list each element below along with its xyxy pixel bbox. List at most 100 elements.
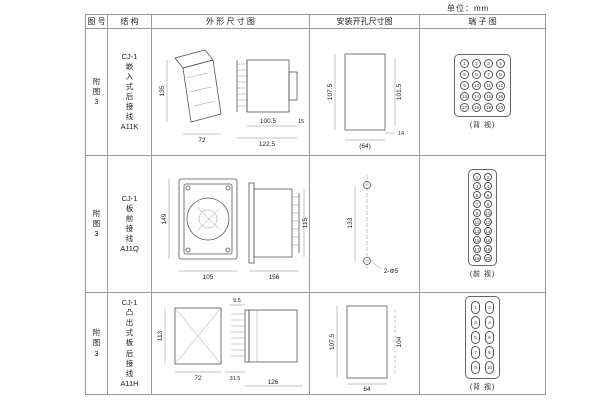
terminal-pin: 4: [485, 315, 494, 329]
terminal-pin: 10: [485, 360, 494, 374]
terminal-pin: 14: [484, 227, 492, 235]
header-structure: 结 构: [108, 15, 152, 29]
svg-text:135: 135: [159, 85, 166, 96]
svg-text:(64): (64): [359, 143, 371, 150]
terminal-pin: 16: [484, 236, 492, 244]
terminal-pin: 7: [484, 70, 493, 79]
terminal-pin: 2: [472, 59, 481, 68]
terminal-pin: 8: [484, 200, 492, 208]
terminal-pin: 3: [484, 59, 493, 68]
svg-text:122.5: 122.5: [258, 141, 275, 148]
spec-table: 图 号 结 构 外 形 尺 寸 图 安装开孔尺寸图 端 子 图 附 图 3 CJ…: [85, 14, 546, 395]
terminal-pin: 5: [473, 191, 481, 199]
svg-text:105: 105: [202, 274, 213, 281]
outline-svg-row2: 149 105 156 115: [161, 178, 309, 281]
svg-text:126: 126: [267, 379, 278, 386]
terminal-pin: 8: [496, 70, 505, 79]
terminal-pin: 15: [484, 92, 493, 101]
header-mounting: 安装开孔尺寸图: [310, 15, 420, 29]
structure-row3: CJ-1 凸 出 式 板 后 接 线 A11H: [108, 293, 152, 394]
svg-text:72: 72: [194, 375, 202, 382]
mounting-svg-row2: 133 2-Φ5: [347, 174, 398, 275]
terminal-pin: 4: [496, 59, 505, 68]
terminal-pin: 16: [496, 92, 505, 101]
outline-svg-row3: 113 72 9.5 31.5 126: [157, 298, 303, 387]
terminal-pin: 10: [484, 209, 492, 217]
svg-text:101.5: 101.5: [396, 83, 403, 100]
terminal-view-caption: (背 视): [469, 383, 496, 391]
terminal-pin: 5: [460, 70, 469, 79]
terminal-pin: 10: [472, 81, 481, 90]
terminal-pin: 14: [472, 92, 481, 101]
terminal-pin: 7: [473, 200, 481, 208]
terminal-pin: 8: [485, 345, 494, 359]
terminal-pin: 2: [485, 300, 494, 314]
svg-text:104: 104: [396, 336, 403, 347]
mounting-drawing-row3: 107.5 104 64: [310, 293, 420, 394]
terminal-pin: 9: [460, 81, 469, 90]
svg-text:100.5: 100.5: [259, 118, 276, 125]
terminal-pin: 15: [473, 236, 481, 244]
mounting-svg-row3: 107.5 104 64: [329, 305, 403, 393]
fig-number-row2: 附 图 3: [86, 156, 108, 293]
svg-text:115: 115: [302, 217, 309, 228]
terminal-pin: 6: [472, 70, 481, 79]
terminal-view-caption: (背 视): [469, 122, 496, 129]
svg-text:14: 14: [397, 131, 403, 137]
outline-drawing-row1: 135 72 100.5 15 122.5: [152, 29, 310, 156]
fig-number-row3: 附 图 3: [86, 293, 108, 394]
structure-row1: CJ-1 嵌 入 式 后 接 线 A11K: [108, 29, 152, 156]
mounting-drawing-row1: 107.5 101.5 (64) 14: [310, 29, 420, 156]
svg-text:72: 72: [198, 137, 206, 144]
terminal-pin: 19: [484, 103, 493, 112]
header-outline: 外 形 尺 寸 图: [152, 15, 310, 29]
svg-text:133: 133: [347, 217, 354, 228]
terminal-pin: 1: [473, 173, 481, 181]
svg-text:149: 149: [161, 213, 168, 224]
svg-text:9.5: 9.5: [233, 298, 241, 304]
mounting-drawing-row2: 133 2-Φ5: [310, 156, 420, 293]
header-fig: 图 号: [86, 15, 108, 29]
terminal-pin: 2: [484, 173, 492, 181]
svg-text:156: 156: [268, 274, 279, 281]
outline-drawing-row2: 149 105 156 115: [152, 156, 310, 293]
svg-text:107.5: 107.5: [327, 83, 334, 100]
terminal-pin: 1: [471, 300, 480, 314]
terminal-pin: 20: [496, 103, 505, 112]
terminal-pin: 4: [484, 182, 492, 190]
terminal-pin: 9: [473, 209, 481, 217]
terminal-pin: 17: [460, 103, 469, 112]
terminal-pin: 18: [472, 103, 481, 112]
terminal-pin: 12: [496, 81, 505, 90]
terminal-pin: 3: [471, 315, 480, 329]
outline-svg-row1: 135 72 100.5 15 122.5: [159, 49, 304, 148]
terminal-view-caption: (前 视): [469, 271, 496, 278]
terminal-pin: 1: [460, 59, 469, 68]
unit-label: 单位：mm: [447, 4, 490, 13]
fig-number-row1: 附 图 3: [86, 29, 108, 156]
svg-text:64: 64: [363, 386, 371, 393]
terminal-pin: 6: [484, 191, 492, 199]
svg-text:31.5: 31.5: [229, 376, 240, 382]
terminal-pin: 19: [473, 254, 481, 262]
terminal-pin: 6: [485, 330, 494, 344]
mounting-svg-row1: 107.5 101.5 (64) 14: [327, 53, 404, 150]
svg-text:107.5: 107.5: [329, 333, 336, 350]
terminal-pin: 7: [471, 345, 480, 359]
terminal-pin: 20: [484, 254, 492, 262]
terminal-pin: 12: [484, 218, 492, 226]
terminal-pin: 13: [460, 92, 469, 101]
terminal-pin: 9: [471, 360, 480, 374]
outline-drawing-row3: 113 72 9.5 31.5 126: [152, 293, 310, 394]
svg-text:15: 15: [297, 119, 303, 125]
header-terminal: 端 子 图: [420, 15, 545, 29]
terminal-pin: 11: [473, 218, 481, 226]
svg-text:2-Φ5: 2-Φ5: [383, 268, 398, 275]
structure-row2: CJ-1 板 前 接 线 A11Q: [108, 156, 152, 293]
